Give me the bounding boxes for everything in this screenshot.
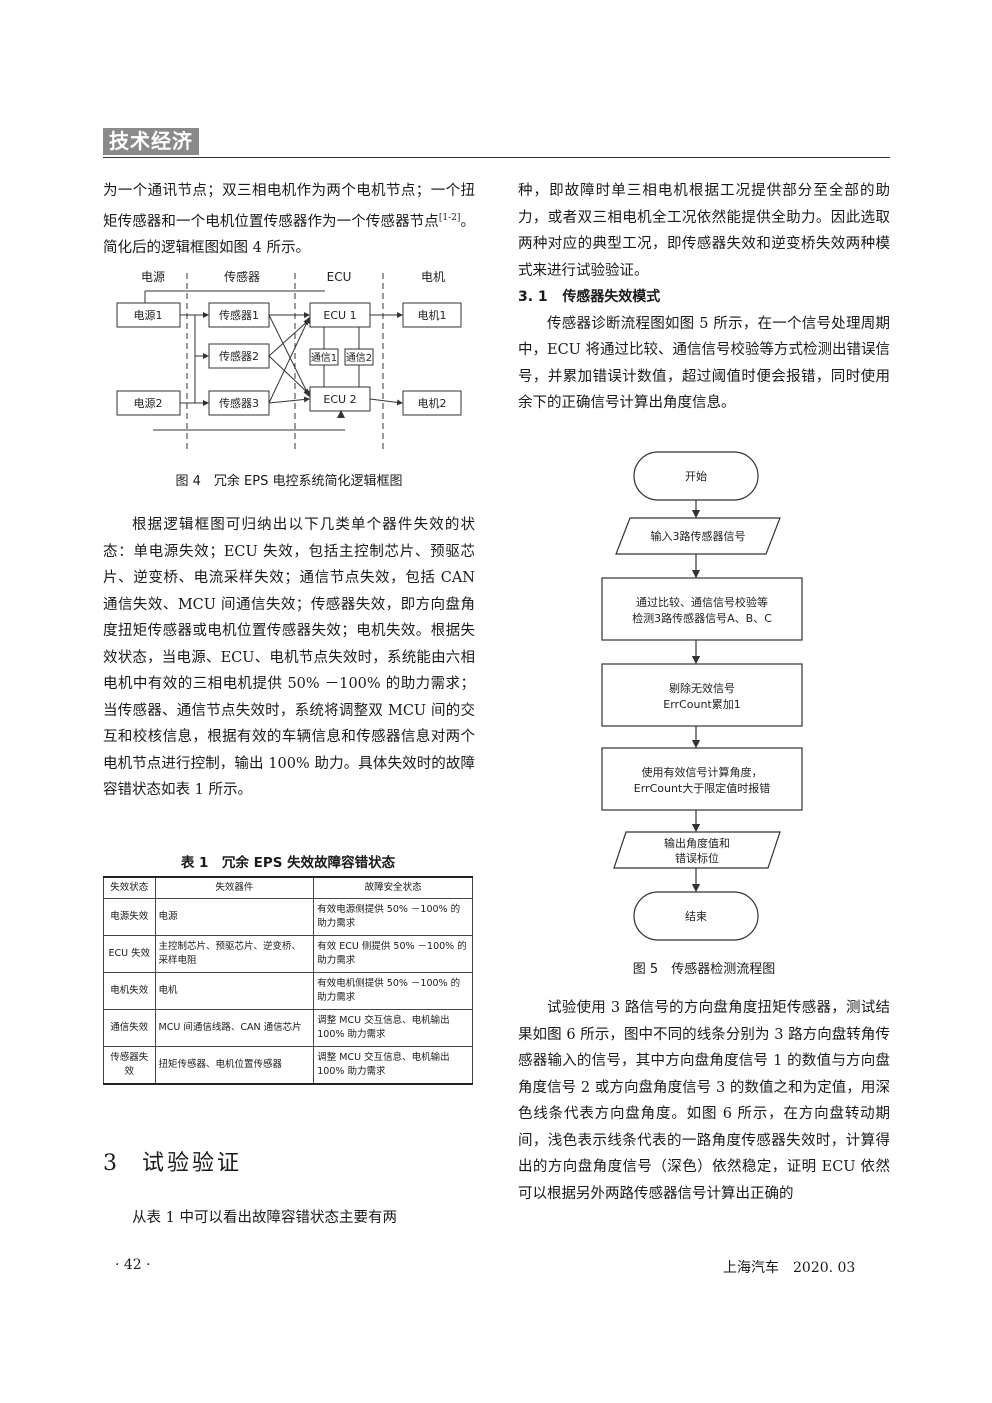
table-cell: 有效电源侧提供 50% －100% 的助力需求 bbox=[313, 898, 473, 936]
flow-step2-line1: 剔除无效信号 bbox=[669, 681, 735, 695]
right-para1-text: 种，即故障时单三相电机根据工况提供部分至全部的助力，或者双三相电机全工况依然能提… bbox=[518, 183, 890, 279]
flow-output-line1: 输出角度值和 bbox=[664, 836, 730, 850]
table-cell: 电源失效 bbox=[103, 898, 156, 936]
table-cell: 调整 MCU 交互信息、电机输出 100% 助力需求 bbox=[313, 1009, 473, 1047]
left-paragraph-2: 根据逻辑框图可归纳出以下几类单个器件失效的状态：单电源失效；ECU 失效，包括主… bbox=[103, 512, 475, 804]
table-header-cell: 失效状态 bbox=[103, 876, 156, 899]
subsection-title: 传感器失效模式 bbox=[562, 289, 661, 305]
right-paragraph-1: 种，即故障时单三相电机根据工况提供部分至全部的助力，或者双三相电机全工况依然能提… bbox=[518, 178, 890, 417]
figure-4-block-diagram: 电源 传感器 ECU 电机 电源1 电源2 传感器1 传感器2 传感器3 ECU… bbox=[116, 269, 462, 453]
table-1-title: 表 1 冗余 EPS 失效故障容错状态 bbox=[180, 855, 396, 871]
fig4-power-2: 电源2 bbox=[134, 396, 163, 410]
table-cell: 有效 ECU 侧提供 50% －100% 的助力需求 bbox=[313, 935, 473, 973]
figure-4-caption: 图 4 冗余 EPS 电控系统简化逻辑框图 bbox=[175, 474, 403, 489]
flow-output-node bbox=[613, 831, 781, 869]
column-tag: 技术经济 bbox=[103, 128, 199, 155]
left-paragraph-1: 为一个通讯节点；双三相电机作为两个电机节点；一个扭矩传感器和一个电机位置传感器作… bbox=[103, 178, 475, 261]
table-cell: 主控制芯片、预驱芯片、逆变桥、采样电阻 bbox=[154, 935, 315, 973]
table-cell: 调整 MCU 交互信息、电机输出 100% 助力需求 bbox=[313, 1046, 473, 1084]
figure-5-flowchart: 开始 输入3路传感器信号 通过比较、通信信号校验等 检测3路传感器信号A、B、C… bbox=[601, 451, 803, 941]
right-paragraph-3: 试验使用 3 路信号的方向盘角度扭矩传感器，测试结果如图 6 所示，图中不同的线… bbox=[518, 995, 890, 1207]
fig4-sensor-1: 传感器1 bbox=[219, 309, 259, 322]
fig4-ecu-2: ECU 2 bbox=[323, 393, 356, 406]
fig4-power-1: 电源1 bbox=[134, 308, 163, 322]
table-cell: 通信失效 bbox=[103, 1009, 156, 1047]
journal-issue: 上海汽车 2020. 03 bbox=[723, 1260, 856, 1276]
header-rule bbox=[103, 157, 890, 158]
flow-input-label: 输入3路传感器信号 bbox=[651, 529, 746, 543]
table-row: 电机失效 电机 有效电机侧提供 50% －100% 的助力需求 bbox=[103, 972, 473, 1010]
table-cell: ECU 失效 bbox=[103, 935, 156, 973]
fig4-sensor-2: 传感器2 bbox=[219, 350, 259, 363]
fig4-col-label-ecu: ECU bbox=[327, 270, 352, 284]
table-header-cell: 失效器件 bbox=[154, 876, 315, 899]
fig4-col-label-motor: 电机 bbox=[421, 270, 445, 284]
fig4-sensor-3: 传感器3 bbox=[219, 397, 259, 410]
table-cell: 电源 bbox=[154, 898, 315, 936]
section-title: 试验验证 bbox=[142, 1151, 243, 1176]
table-cell: 传感器失效 bbox=[103, 1046, 156, 1084]
table-row: ECU 失效 主控制芯片、预驱芯片、逆变桥、采样电阻 有效 ECU 侧提供 50… bbox=[103, 935, 473, 973]
page-number: · 42 · bbox=[115, 1257, 151, 1273]
flow-step1-line2: 检测3路传感器信号A、B、C bbox=[632, 611, 772, 625]
flow-step3-line1: 使用有效信号计算角度， bbox=[642, 765, 763, 779]
table-cell: 有效电机侧提供 50% －100% 的助力需求 bbox=[313, 972, 473, 1010]
flow-step1-line1: 通过比较、通信信号校验等 bbox=[636, 595, 768, 609]
table-row: 通信失效 MCU 间通信线路、CAN 通信芯片 调整 MCU 交互信息、电机输出… bbox=[103, 1009, 473, 1047]
table-row: 电源失效 电源 有效电源侧提供 50% －100% 的助力需求 bbox=[103, 898, 473, 936]
flow-step2-line2: ErrCount累加1 bbox=[663, 698, 740, 711]
section-3-heading: 3 试验验证 bbox=[103, 1145, 242, 1177]
flow-step-3 bbox=[601, 747, 803, 811]
flow-end-label: 结束 bbox=[685, 910, 707, 923]
flow-step3-line2: ErrCount大于限定值时报错 bbox=[634, 781, 770, 795]
table-cell: 扭矩传感器、电机位置传感器 bbox=[154, 1046, 315, 1084]
fig4-motor-2: 电机2 bbox=[418, 396, 447, 410]
citation: [1-2] bbox=[438, 212, 461, 223]
right-para3-text: 试验使用 3 路信号的方向盘角度扭矩传感器，测试结果如图 6 所示，图中不同的线… bbox=[518, 1000, 890, 1202]
flow-step-2 bbox=[601, 663, 803, 727]
table-cell: 电机失效 bbox=[103, 972, 156, 1010]
figure-5-caption: 图 5 传感器检测流程图 bbox=[632, 962, 776, 977]
fig4-comm-2: 通信2 bbox=[346, 352, 372, 364]
left-para1-text: 为一个通讯节点；双三相电机作为两个电机节点；一个扭矩传感器和一个电机位置传感器作… bbox=[103, 183, 475, 230]
flow-output-line2: 错误标位 bbox=[675, 851, 719, 865]
table-header-cell: 故障安全状态 bbox=[313, 876, 473, 899]
left-paragraph-3: 从表 1 中可以看出故障容错状态主要有两 bbox=[103, 1205, 475, 1232]
fig4-motor-1: 电机1 bbox=[418, 308, 447, 322]
table-1: 失效状态 失效器件 故障安全状态 电源失效 电源 有效电源侧提供 50% －10… bbox=[103, 876, 473, 1085]
section-number: 3 bbox=[103, 1151, 120, 1176]
fig4-ecu-1: ECU 1 bbox=[323, 309, 356, 322]
right-para2-text: 传感器诊断流程图如图 5 所示，在一个信号处理周期中，ECU 将通过比较、通信信… bbox=[518, 315, 891, 412]
fig4-comm-1: 通信1 bbox=[311, 352, 337, 364]
left-para1-tail: 。简化后的逻辑框图如图 4 所示。 bbox=[103, 213, 476, 256]
left-para3-text: 从表 1 中可以看出故障容错状态主要有两 bbox=[132, 1210, 397, 1226]
flow-start-label: 开始 bbox=[685, 469, 707, 483]
left-para2-text: 根据逻辑框图可归纳出以下几类单个器件失效的状态：单电源失效；ECU 失效，包括主… bbox=[103, 517, 475, 798]
fig4-col-label-sensor: 传感器 bbox=[224, 269, 260, 284]
subsection-3-1-heading: 3. 1 传感器失效模式 bbox=[518, 284, 890, 311]
fig4-col-label-power: 电源 bbox=[141, 270, 165, 284]
subsection-number: 3. 1 bbox=[518, 289, 548, 305]
flow-step-1 bbox=[601, 577, 803, 641]
table-cell: 电机 bbox=[154, 972, 315, 1010]
table-cell: MCU 间通信线路、CAN 通信芯片 bbox=[154, 1009, 315, 1047]
table-row: 传感器失效 扭矩传感器、电机位置传感器 调整 MCU 交互信息、电机输出 100… bbox=[103, 1046, 473, 1084]
flow-input-node bbox=[615, 517, 781, 555]
